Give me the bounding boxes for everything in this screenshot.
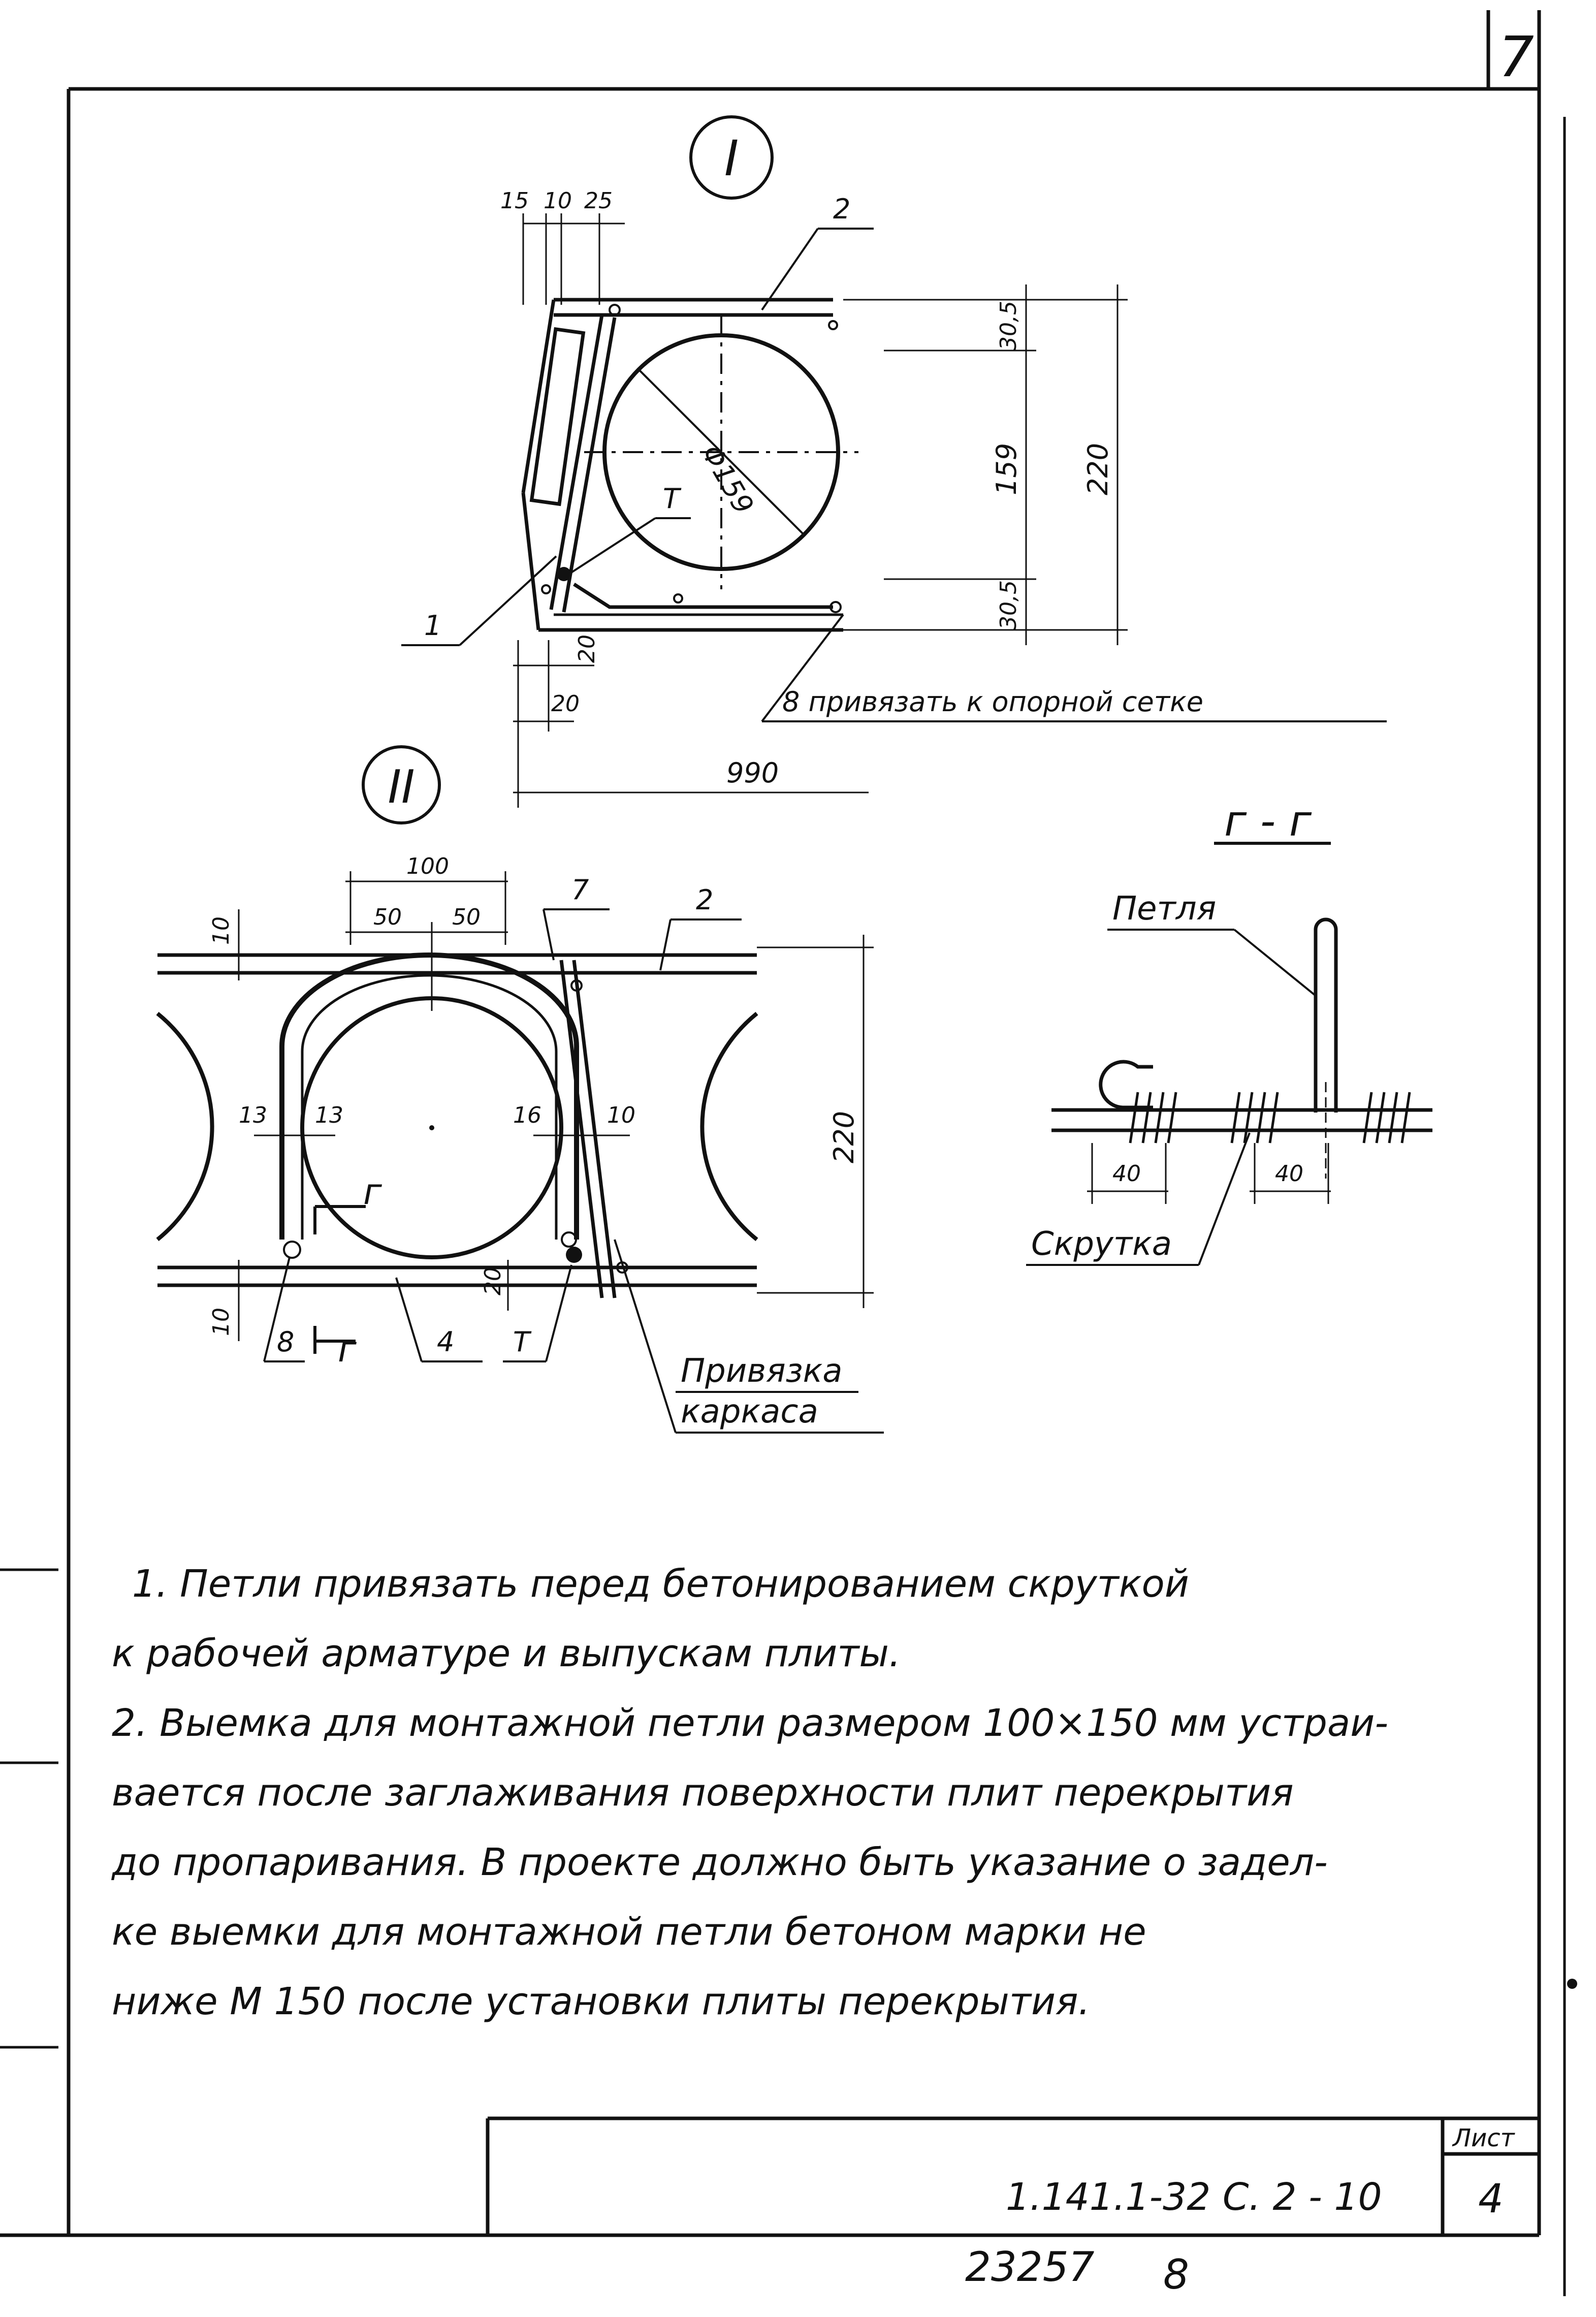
- section-gg-title: г - г: [1224, 796, 1312, 846]
- detail-2-dim-10-bottom: 10: [208, 1308, 234, 1336]
- detail-2-callout-2-leader: [659, 919, 672, 971]
- section-gg-twist-label: Скрутка: [1031, 1225, 1172, 1263]
- detail-2-dim-13-right: 13: [315, 1102, 343, 1128]
- detail-1-dim-top: [522, 213, 625, 305]
- detail-2-callout-4-leader: [395, 1277, 423, 1362]
- detail-1-callout-2-leader: [761, 228, 819, 311]
- detail-1-dim-30-5-top: 30,5: [996, 301, 1022, 351]
- detail-1-dim-right: [843, 284, 1128, 645]
- detail-1: I Φ159: [401, 115, 1387, 808]
- detail-1-callout-1: 1: [424, 610, 441, 642]
- title-block-doc-code: 1.141.1-32 С. 2 - 10: [1006, 2175, 1382, 2219]
- detail-1-marker: I: [724, 130, 739, 187]
- detail-2-frame-note-leader: [614, 1239, 677, 1433]
- detail-2-callout-t-leader: [545, 1264, 572, 1362]
- detail-1-dim-15: 15: [500, 188, 529, 214]
- detail-1-dim-30-5-bottom: 30,5: [996, 580, 1022, 630]
- section-gg-bars: [1051, 917, 1432, 1132]
- note-line-2: к рабочей арматуре и выпускам плиты.: [112, 1632, 901, 1675]
- detail-2-frame-bar: [559, 960, 617, 1298]
- section-gg: г - г Петля: [1026, 796, 1432, 1266]
- sheet-frame: [0, 10, 1566, 2296]
- detail-2-dim-10-top: 10: [208, 916, 234, 945]
- detail-2: II: [156, 745, 884, 1434]
- detail-1-dim-159: 159: [991, 443, 1023, 495]
- note-line-6: ке выемки для монтажной петли бетоном ма…: [112, 1910, 1146, 1954]
- detail-2-frame-note-line-2: каркаса: [681, 1393, 818, 1431]
- detail-1-slab-outline: [521, 298, 843, 632]
- detail-2-section-label-top: г: [363, 1171, 382, 1213]
- detail-2-dim-50-left: 50: [373, 904, 402, 930]
- detail-2-callout-4: 4: [437, 1326, 454, 1358]
- detail-2-callout-8: 8: [277, 1326, 294, 1358]
- note-line-4: вается после заглаживания поверхности пл…: [112, 1771, 1294, 1815]
- detail-1-note-leader: [761, 614, 844, 722]
- section-gg-dims: [1087, 1143, 1331, 1204]
- title-block-sheet-label: Лист: [1452, 2124, 1516, 2152]
- detail-1-dim-20-vertical: 20: [574, 634, 600, 663]
- detail-2-dim-top: [345, 871, 508, 1011]
- section-gg-loop-label: Петля: [1112, 890, 1216, 928]
- detail-2-marker-circle: [362, 745, 441, 824]
- detail-1-callout-t-leader: [568, 517, 656, 575]
- detail-1-dim-220: 220: [1082, 443, 1114, 495]
- detail-2-section-mark: [313, 1205, 366, 1354]
- section-gg-twists: [1129, 1092, 1411, 1144]
- margin-dot: [1567, 1979, 1577, 1989]
- detail-2-dim-220: 220: [828, 1111, 860, 1163]
- detail-1-dim-10: 10: [544, 188, 572, 214]
- detail-1-callout-1-leader: [459, 555, 557, 646]
- detail-2-dim-16: 16: [513, 1102, 541, 1128]
- detail-2-dim-20: 20: [480, 1267, 506, 1295]
- title-block-sheet-number: 4: [1478, 2176, 1504, 2222]
- detail-2-bar-t: [566, 1247, 582, 1263]
- detail-1-bar-dots: [541, 304, 842, 613]
- detail-2-callout-t: T: [513, 1326, 532, 1358]
- detail-2-void-center: [429, 1125, 434, 1130]
- detail-1-diameter-line: [639, 370, 804, 534]
- detail-1-dim-bottom: [513, 640, 869, 808]
- detail-1-dim-990: 990: [726, 757, 779, 789]
- notes-block: 1. Петли привязать перед бетонированием …: [112, 1549, 1483, 2037]
- note-line-7: ниже М 150 после установки плиты перекры…: [112, 1980, 1091, 2023]
- detail-1-callout-t: T: [663, 483, 682, 515]
- detail-2-dim-50-right: 50: [452, 904, 481, 930]
- detail-1-callout-2: 2: [833, 193, 850, 225]
- detail-1-dim-20-horizontal: 20: [551, 691, 580, 717]
- detail-2-loop-ends: [283, 1231, 577, 1259]
- detail-2-dim-13-left: 13: [239, 1102, 267, 1128]
- detail-1-marker-circle: [689, 115, 774, 200]
- section-gg-twist-leader: [1198, 1132, 1251, 1265]
- detail-2-dim-100: 100: [406, 853, 449, 879]
- footer-inventory: 23257: [965, 2243, 1095, 2291]
- sheet-corner-number: 7: [1498, 24, 1534, 89]
- detail-2-callout-2: 2: [696, 884, 713, 916]
- footer-page: 8: [1163, 2251, 1189, 2298]
- detail-2-callout-7-leader: [542, 909, 555, 961]
- detail-2-frame-note-line-1: Привязка: [681, 1352, 842, 1390]
- detail-1-dim-25: 25: [584, 188, 613, 214]
- detail-2-loop: [279, 953, 579, 1240]
- note-line-1: 1. Петли привязать перед бетонированием …: [132, 1562, 1189, 1606]
- note-line-5: до пропаривания. В проекте должно быть у…: [112, 1840, 1328, 1884]
- detail-2-callout-8-leader: [263, 1257, 291, 1362]
- detail-2-dim-10-right: 10: [607, 1102, 635, 1128]
- title-block: [486, 2116, 1539, 2235]
- detail-2-callout-7: 7: [571, 874, 589, 906]
- section-gg-dim-40-left: 40: [1112, 1161, 1141, 1187]
- section-gg-dim-40-right: 40: [1275, 1161, 1303, 1187]
- note-line-3: 2. Выемка для монтажной петли размером 1…: [112, 1701, 1389, 1745]
- detail-2-marker: II: [388, 760, 414, 814]
- detail-2-dim-height: [757, 935, 874, 1308]
- detail-1-note: 8 привязать к опорной сетке: [782, 686, 1203, 718]
- detail-1-void-axes: [584, 315, 858, 589]
- detail-1-frame-bar: [549, 314, 833, 613]
- detail-2-section-label-bottom: г: [338, 1328, 357, 1370]
